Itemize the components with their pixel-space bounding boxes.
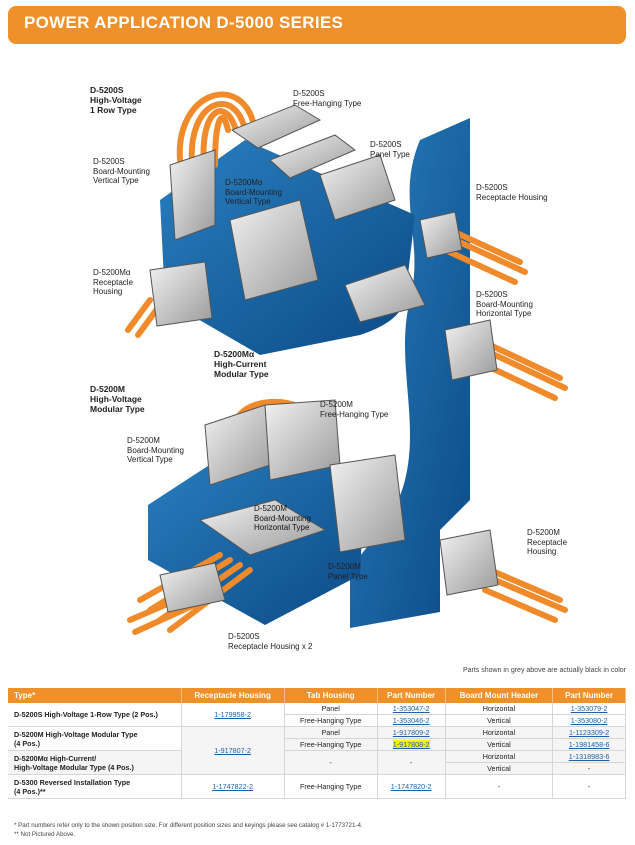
color-note: Parts shown in grey above are actually b… (462, 667, 626, 674)
part-link[interactable]: 1-1318983-6 (568, 752, 610, 761)
header-pn-cell: 1-1318983-6 (552, 750, 626, 763)
table-row: Free-Hanging Type 1-917808-2 Vertical 1-… (8, 738, 626, 751)
col-type: Type* (8, 688, 182, 703)
part-link[interactable]: 1-179958-2 (214, 710, 251, 719)
header-cell: Horizontal (445, 726, 554, 739)
tab-cell: Panel (284, 703, 378, 715)
tab-cell: Free-Hanging Type (284, 774, 378, 799)
col-tab: Tab Housing (284, 688, 378, 703)
tab-pn-cell: 1-917809-2 (377, 726, 446, 739)
cables-right-mid (482, 342, 568, 401)
part-link[interactable]: 1-1123309-2 (568, 728, 610, 737)
col-board-header: Board Mount Header (445, 688, 554, 703)
tab-cell: Free-Hanging Type (284, 738, 378, 751)
tab-cell: - (284, 750, 378, 775)
table-row: D-5200M High-Voltage Modular Type(4 Pos.… (8, 726, 626, 775)
part-link[interactable]: 1-353079-2 (570, 704, 608, 713)
part-link[interactable]: 1-917807-2 (214, 746, 251, 755)
type-cell: D-5200S High-Voltage 1-Row Type (2 Pos.) (8, 703, 182, 727)
cables-top (176, 91, 258, 168)
part-link[interactable]: 1-353046-2 (392, 716, 430, 725)
cables-right-top (442, 227, 528, 285)
tab-pn-cell: 1-1747820-2 (377, 774, 446, 799)
part-link-highlighted[interactable]: 1-917808-2 (392, 740, 430, 749)
header-pn-cell: 1-353080-2 (552, 714, 626, 727)
header-pn-cell: 1-353079-2 (552, 703, 626, 715)
table-header-row: Type* Receptacle Housing Tab Housing Par… (8, 688, 626, 703)
receptacle-cell: 1-917807-2 (181, 726, 285, 775)
part-link[interactable]: 1-1747822-2 (212, 782, 253, 791)
connector-illustration (125, 91, 568, 635)
header-cell: - (445, 774, 554, 799)
header-cell: Vertical (445, 714, 554, 727)
header-cell: Vertical (445, 738, 554, 751)
tab-cell: Panel (284, 726, 378, 739)
table-row: D-5200S High-Voltage 1-Row Type (2 Pos.)… (8, 703, 626, 727)
tab-pn-cell: 1-353047-2 (377, 703, 446, 715)
table-row: D-5300 Reversed Installation Type(4 Pos.… (8, 774, 626, 799)
table-row: D-5200Mα High-Current/High-Voltage Modul… (8, 750, 626, 775)
part-link[interactable]: 1-1981458-6 (568, 740, 610, 749)
tab-pn-cell: - (377, 750, 446, 775)
receptacle-cell: 1-179958-2 (181, 703, 285, 727)
header-cell: Horizontal (445, 750, 554, 763)
footnote-1: * Part numbers refer only to the shown p… (14, 822, 363, 829)
col-part-number-2: Part Number (552, 688, 626, 703)
receptacle-cell: 1-1747822-2 (181, 774, 285, 799)
part-link[interactable]: 1-1747820-2 (390, 782, 432, 791)
connector-housings (149, 104, 499, 613)
col-part-number: Part Number (377, 688, 446, 703)
type-cell: D-5200M High-Voltage Modular Type(4 Pos.… (8, 726, 182, 751)
tab-pn-cell: 1-917808-2 (377, 738, 446, 751)
type-cell: D-5200Mα High-Current/High-Voltage Modul… (8, 750, 182, 775)
table-row: Free-Hanging Type 1-353046-2 Vertical 1-… (8, 714, 626, 727)
header-pn-cell: - (552, 774, 626, 799)
tab-pn-cell: 1-353046-2 (377, 714, 446, 727)
footnote-2: ** Not Pictured Above. (14, 831, 76, 838)
part-link[interactable]: 1-917809-2 (392, 728, 430, 737)
header-cell: Vertical (445, 762, 554, 775)
header-pn-cell: 1-1123309-2 (552, 726, 626, 739)
title-banner: POWER APPLICATION D-5000 SERIES (8, 6, 626, 44)
type-cell: D-5300 Reversed Installation Type(4 Pos.… (8, 774, 182, 799)
tab-cell: Free-Hanging Type (284, 714, 378, 727)
page-title: POWER APPLICATION D-5000 SERIES (24, 13, 344, 32)
part-link[interactable]: 1-353047-2 (392, 704, 430, 713)
table-row: Vertical - (8, 762, 626, 775)
col-receptacle: Receptacle Housing (181, 688, 285, 703)
header-pn-cell: 1-1981458-6 (552, 738, 626, 751)
header-pn-cell: - (552, 762, 626, 775)
header-cell: Horizontal (445, 703, 554, 715)
part-link[interactable]: 1-353080-2 (570, 716, 608, 725)
part-number-table: Type* Receptacle Housing Tab Housing Par… (8, 688, 626, 799)
